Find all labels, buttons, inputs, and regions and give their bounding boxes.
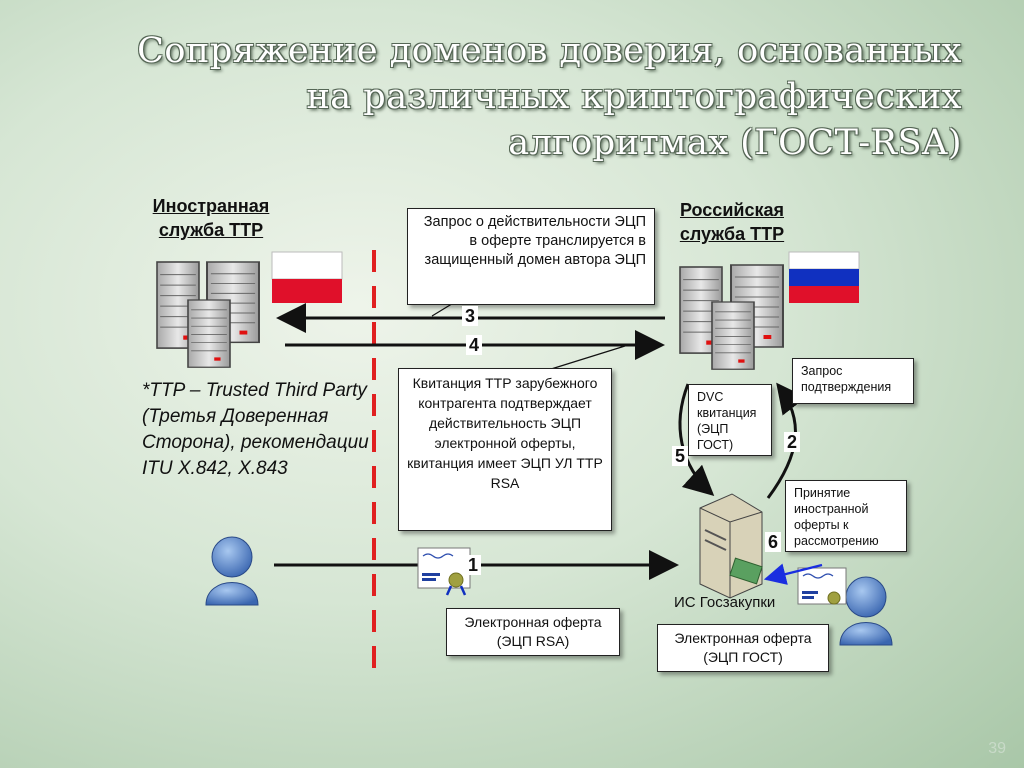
ttp-note: *TTP – Trusted Third Party (Третья Довер… bbox=[142, 380, 369, 479]
flag-poland-icon bbox=[271, 251, 343, 303]
step-5-label: 5 bbox=[672, 446, 689, 466]
foreign-user-icon bbox=[205, 536, 259, 606]
page-number: 39 bbox=[988, 740, 1006, 757]
accept-box: Принятие иностранной оферты к рассмотрен… bbox=[785, 480, 907, 552]
foreign-ttp-line2: служба ТТР bbox=[158, 220, 264, 240]
gov-system-label: ИС Госзакупки bbox=[674, 594, 776, 611]
blue-arrow bbox=[763, 563, 823, 585]
foreign-ttp-header: Иностранная служба ТТР bbox=[138, 194, 284, 242]
arrow-5 bbox=[678, 383, 715, 497]
step-6-label: 6 bbox=[765, 532, 782, 552]
foreign-ttp-line1: Иностранная bbox=[152, 196, 270, 216]
offer-gost-line1: Электронная оферта bbox=[674, 630, 812, 646]
offer-rsa-line2: (ЭЦП RSA) bbox=[496, 633, 570, 649]
dvc-box: DVC квитанция (ЭЦП ГОСТ) bbox=[688, 384, 772, 456]
receipt-box: Квитанция ТТР зарубежного контрагента по… bbox=[398, 368, 612, 531]
page-title: Сопряжение доменов доверия, основанных н… bbox=[137, 31, 962, 163]
step-1-label: 1 bbox=[465, 555, 482, 575]
request-box: Запрос о действительности ЭЦП в оферте т… bbox=[407, 208, 655, 305]
step-2-label: 2 bbox=[784, 432, 801, 452]
russian-ttp-header: Российская служба ТТР bbox=[664, 198, 800, 246]
certificate-gost-icon bbox=[797, 567, 847, 605]
russian-ttp-line2: служба ТТР bbox=[679, 224, 785, 244]
offer-rsa-box: Электронная оферта (ЭЦП RSA) bbox=[446, 608, 620, 656]
flag-russia-icon bbox=[788, 251, 860, 303]
russian-server-cluster-icon bbox=[679, 264, 784, 371]
offer-gost-box: Электронная оферта (ЭЦП ГОСТ) bbox=[657, 624, 829, 672]
foreign-server-cluster-icon bbox=[156, 261, 260, 369]
step-3-label: 3 bbox=[462, 306, 479, 326]
russian-user-icon bbox=[839, 576, 893, 646]
certificate-rsa-icon bbox=[417, 547, 471, 596]
russian-ttp-line1: Российская bbox=[679, 200, 784, 220]
offer-rsa-line1: Электронная оферта bbox=[464, 614, 602, 630]
offer-gost-line2: (ЭЦП ГОСТ) bbox=[703, 649, 783, 665]
gov-server-icon bbox=[699, 493, 763, 599]
confirm-request-box: Запрос подтверждения bbox=[792, 358, 914, 404]
step-4-label: 4 bbox=[466, 335, 483, 355]
